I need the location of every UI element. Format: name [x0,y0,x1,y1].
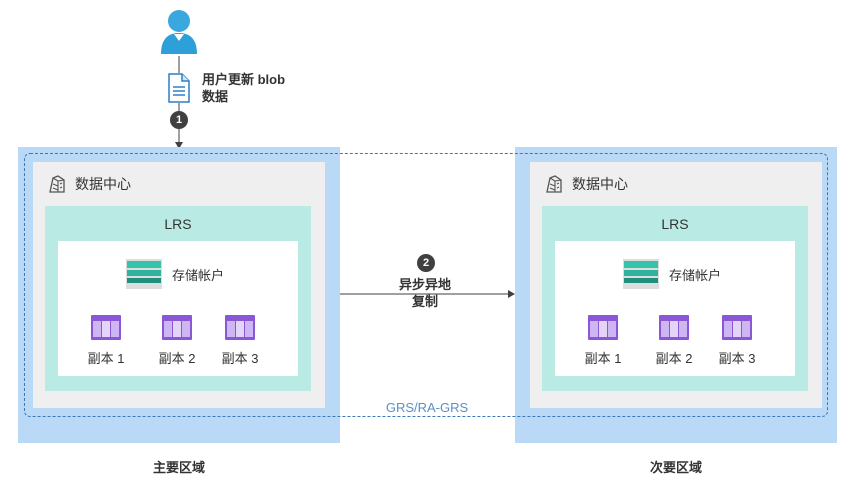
async-replication-text: 异步异地 复制 [378,276,472,310]
user-action-line2: 数据 [202,89,229,104]
primary-lrs: LRS 存储帐户 副本 [45,206,311,391]
grs-scope-label: GRS/RA-GRS [385,400,469,415]
replica-icon [162,315,192,340]
replica-item: 副本 1 [577,315,629,367]
replica-label: 副本 3 [718,351,756,366]
document-icon [168,73,190,103]
primary-storage-panel: 存储帐户 副本 1 [58,241,298,376]
primary-datacenter: 数据中心 LRS 存储帐户 [33,162,325,408]
datacenter-icon [546,175,562,193]
secondary-storage-label: 存储帐户 [669,267,722,283]
replica-label: 副本 3 [221,351,259,366]
async-replication-line2: 复制 [411,294,438,309]
step-2-badge: 2 [417,254,435,272]
primary-lrs-label: LRS [164,216,192,232]
secondary-region-label: 次要区域 [649,460,702,475]
replica-icon [588,315,618,340]
primary-datacenter-header: 数据中心 [47,174,131,194]
step-1-badge: 1 [170,111,188,129]
replica-item: 副本 2 [648,315,700,367]
async-replication-line1: 异步异地 [398,277,451,292]
secondary-storage-panel: 存储帐户 副本 1 [555,241,795,376]
secondary-storage-account: 存储帐户 [623,259,721,289]
secondary-lrs: LRS 存储帐户 副本 [542,206,808,391]
replica-item: 副本 3 [711,315,763,367]
user-icon [161,10,197,54]
replica-icon [225,315,255,340]
replica-label: 副本 1 [584,351,622,366]
datacenter-icon [49,175,65,193]
replica-icon [91,315,121,340]
secondary-lrs-label: LRS [661,216,689,232]
replica-item: 副本 2 [151,315,203,367]
replication-arrowhead [508,290,515,298]
primary-storage-label: 存储帐户 [172,267,225,283]
replica-icon [722,315,752,340]
storage-account-icon [623,259,659,289]
primary-region-label: 主要区域 [152,460,205,475]
replica-icon [659,315,689,340]
replica-label: 副本 2 [158,351,196,366]
secondary-datacenter-header: 数据中心 [544,174,628,194]
user-action-line1: 用户更新 blob [202,72,286,87]
update-arrowhead [175,142,183,149]
user-action-text: 用户更新 blob 数据 [202,71,285,105]
secondary-datacenter: 数据中心 LRS 存储帐户 [530,162,822,408]
primary-storage-account: 存储帐户 [126,259,224,289]
replica-label: 副本 2 [655,351,693,366]
primary-datacenter-label: 数据中心 [75,176,131,192]
replica-label: 副本 1 [87,351,125,366]
replica-item: 副本 3 [214,315,266,367]
storage-account-icon [126,259,162,289]
secondary-datacenter-label: 数据中心 [572,176,628,192]
replica-item: 副本 1 [80,315,132,367]
grs-scope-boundary [24,153,828,417]
